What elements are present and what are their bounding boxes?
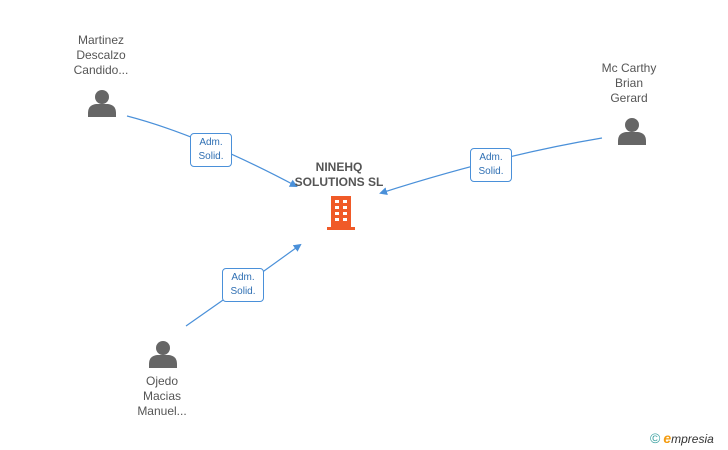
person-name-line: Candido...: [73, 63, 129, 77]
role-badge-mccarthy[interactable]: Adm. Solid.: [470, 148, 512, 182]
company-name-line: SOLUTIONS SL: [294, 175, 384, 189]
role-line: Solid.: [478, 166, 504, 177]
person-label-mccarthy[interactable]: Mc Carthy Brian Gerard: [569, 61, 689, 106]
empresia-watermark: ©empresia: [650, 430, 714, 446]
copyright-icon: ©: [650, 430, 661, 446]
person-icon[interactable]: [87, 88, 117, 118]
person-name-line: Manuel...: [137, 404, 187, 418]
role-badge-martinez[interactable]: Adm. Solid.: [190, 133, 232, 167]
person-name-line: Ojedo: [145, 374, 179, 388]
person-label-martinez[interactable]: Martinez Descalzo Candido...: [41, 33, 161, 78]
role-line: Adm.: [479, 152, 503, 163]
person-icon[interactable]: [148, 339, 178, 369]
person-name-line: Macias: [142, 389, 181, 403]
role-badge-ojedo[interactable]: Adm. Solid.: [222, 268, 264, 302]
role-line: Adm.: [231, 272, 255, 283]
person-name-line: Gerard: [610, 91, 648, 105]
person-name-line: Descalzo: [76, 48, 126, 62]
person-name-line: Brian: [614, 76, 643, 90]
person-name-line: Martinez: [77, 33, 124, 47]
person-label-ojedo[interactable]: Ojedo Macias Manuel...: [102, 374, 222, 419]
brand-logo-e: e: [663, 430, 672, 446]
building-icon[interactable]: [324, 194, 358, 230]
role-line: Adm.: [199, 137, 223, 148]
company-name-line: NINEHQ: [315, 160, 363, 174]
brand-logo-text: mpresia: [671, 432, 714, 446]
person-name-line: Mc Carthy: [601, 61, 657, 75]
role-line: Solid.: [198, 151, 224, 162]
role-line: Solid.: [230, 286, 256, 297]
company-label[interactable]: NINEHQ SOLUTIONS SL: [274, 160, 404, 190]
person-icon[interactable]: [617, 116, 647, 146]
